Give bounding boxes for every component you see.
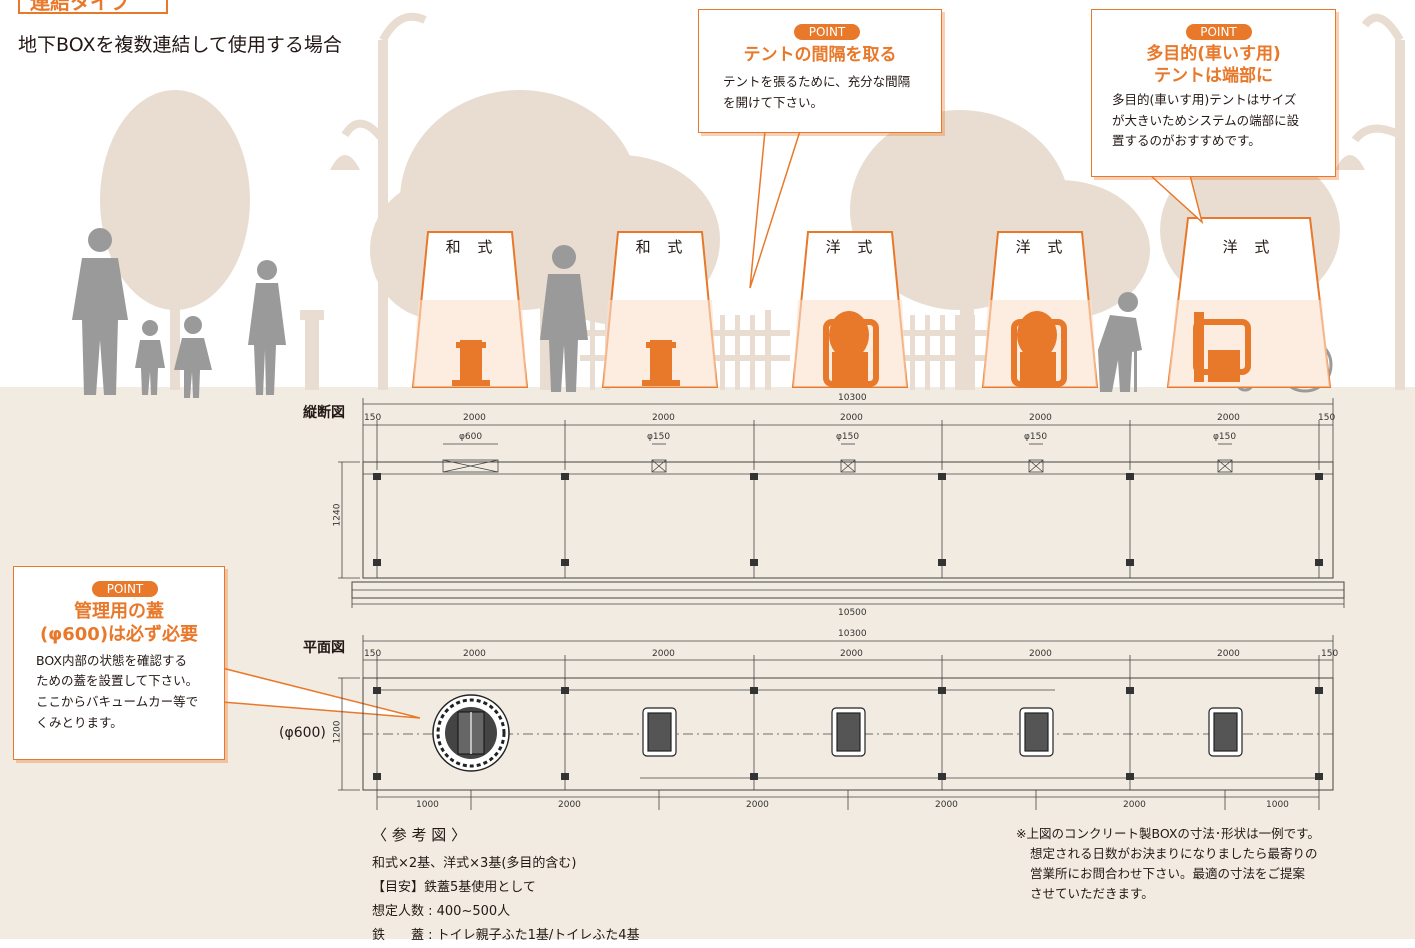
dim-span: 2000: [840, 413, 863, 423]
tent-1: [411, 231, 529, 388]
dim-lid-small: φ150: [1024, 432, 1048, 442]
callout-body-line: くみとります。: [36, 714, 123, 730]
tents: [411, 217, 1332, 388]
callout-body-line: 多目的(車いす用)テントはサイズ: [1112, 92, 1297, 108]
dim-overall: 10300: [838, 393, 867, 403]
tent-3: [791, 231, 909, 388]
manhole-lid-large-icon: [432, 694, 510, 772]
header-tag: 連結タイプ: [18, 0, 168, 14]
callout-body-line: BOX内部の状態を確認する: [36, 652, 187, 668]
section-view-drawing: [338, 398, 1345, 608]
dim-lid-small: φ150: [647, 432, 671, 442]
tent-4: [981, 231, 1099, 388]
dim-edge: 150: [1321, 649, 1339, 659]
callout-title: テントの間隔を取る: [743, 45, 897, 65]
dim-lid-small: φ150: [1213, 432, 1237, 442]
callout-body-line: ここからバキュームカー等で: [36, 694, 199, 710]
point-badge: POINT: [92, 581, 158, 597]
reference-title: 〈 参 考 図 〉: [372, 826, 467, 844]
reference-block: 〈 参 考 図 〉 和式×2基、洋式×3基(多目的含む) 【目安】鉄蓋5基使用と…: [372, 822, 640, 948]
dim-overall: 10300: [838, 629, 867, 639]
dim-span: 2000: [1217, 413, 1240, 423]
reference-line: 想定人数 : 400~500人: [372, 903, 511, 919]
point-badge: POINT: [1185, 24, 1252, 40]
dim-bottom: 2000: [1123, 800, 1146, 810]
dim-base: 10500: [838, 608, 867, 618]
footnote-line: ※上図のコンクリート製BOXの寸法･形状は一例です。: [1016, 826, 1320, 841]
tent-2: [601, 231, 719, 388]
street-lamps: [300, 12, 1405, 390]
dim-span: 2000: [1029, 413, 1052, 423]
plan-view-drawing: [338, 635, 1334, 810]
dim-bottom: 2000: [935, 800, 958, 810]
reference-line: 鉄 蓋 : トイレ親子ふた1基/トイレふた4基: [372, 927, 640, 943]
dim-bottom: 2000: [558, 800, 581, 810]
dim-span: 2000: [1029, 649, 1052, 659]
dim-span: 2000: [840, 649, 863, 659]
callout-title-line: テントは端部に: [1154, 66, 1273, 87]
tent-5: [1166, 217, 1332, 388]
dim-span: 2000: [463, 649, 486, 659]
footnote: ※上図のコンクリート製BOXの寸法･形状は一例です。 想定される日数がお決まりに…: [1016, 824, 1320, 904]
reference-line: 【目安】鉄蓋5基使用として: [372, 879, 536, 895]
tent-label-4: 洋 式: [1015, 238, 1069, 256]
tent-label-5: 洋 式: [1222, 238, 1276, 256]
tent-label-2: 和 式: [635, 238, 689, 256]
callout-title-line: (φ600)は必ず必要: [39, 624, 199, 646]
section-view-label: 縦断図: [303, 405, 345, 421]
tent-label-3: 洋 式: [825, 238, 879, 256]
footnote-line: させていただきます。: [1030, 886, 1154, 901]
dim-bottom: 2000: [746, 800, 769, 810]
callout-body-line: を開けて下さい。: [723, 94, 824, 110]
callout-tent-spacing: POINT テントの間隔を取る テントを張るために、充分な間隔 を開けて下さい。: [698, 9, 942, 133]
dim-bottom: 1000: [416, 800, 439, 810]
callout-title-line: 多目的(車いす用): [1146, 44, 1281, 64]
lid-diameter-label: (φ600): [279, 725, 326, 741]
dim-edge: 150: [364, 413, 382, 423]
dim-edge: 150: [364, 649, 382, 659]
point-badge: POINT: [794, 24, 860, 40]
footnote-line: 想定される日数がお決まりになりましたら最寄りの: [1030, 846, 1318, 861]
callout-body-line: が大きいためシステムの端部に設: [1112, 112, 1300, 128]
plan-view-bolts: [373, 687, 1323, 780]
reference-line: 和式×2基、洋式×3基(多目的含む): [372, 855, 577, 871]
callout-title-line: 管理用の蓋: [74, 601, 164, 622]
dim-span: 2000: [1217, 649, 1240, 659]
dim-lid-small: φ150: [836, 432, 860, 442]
dim-span: 2000: [463, 413, 486, 423]
callout-wheelchair-tent: POINT 多目的(車いす用) テントは端部に 多目的(車いす用)テントはサイズ…: [1091, 9, 1336, 177]
people-silhouettes: [72, 228, 1333, 398]
callout-management-lid: POINT 管理用の蓋 (φ600)は必ず必要 BOX内部の状態を確認する ため…: [13, 566, 225, 760]
tent-label-1: 和 式: [445, 238, 499, 256]
manhole-lids-small-icon: [642, 707, 1243, 757]
dim-height: 1200: [332, 720, 343, 744]
callout-body-line: 置するのがおすすめです。: [1112, 133, 1261, 149]
dim-span: 2000: [652, 649, 675, 659]
dim-bottom: 1000: [1266, 800, 1289, 810]
page-subtitle: 地下BOXを複数連結して使用する場合: [18, 34, 342, 56]
plan-view-label: 平面図: [303, 640, 345, 656]
callout-body-line: テントを張るために、充分な間隔: [723, 74, 911, 90]
dim-span: 2000: [652, 413, 675, 423]
footnote-line: 営業所にお問合わせ下さい。最適の寸法をご提案: [1030, 866, 1306, 881]
callout-pointers: [221, 130, 1204, 719]
dim-lid-large: φ600: [459, 432, 483, 442]
dim-height: 1240: [332, 503, 343, 527]
dim-edge: 150: [1318, 413, 1336, 423]
ground: [0, 387, 1415, 939]
section-view-bolts: [373, 473, 1323, 566]
callout-body-line: ための蓋を設置して下さい。: [36, 673, 199, 689]
